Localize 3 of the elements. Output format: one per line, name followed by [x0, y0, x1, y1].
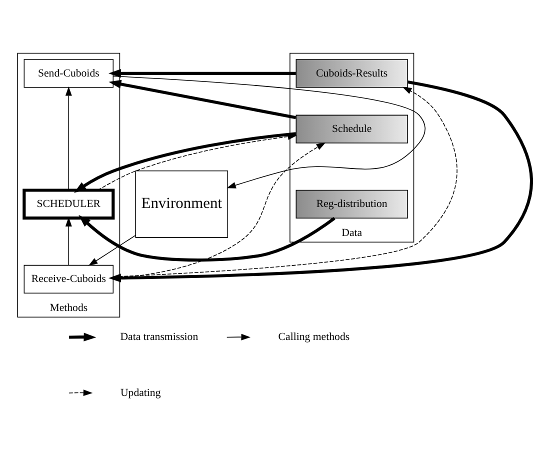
legend-label: Data transmission: [120, 330, 198, 343]
legend-label: Calling methods: [278, 330, 350, 343]
legend-label: Updating: [120, 386, 161, 398]
